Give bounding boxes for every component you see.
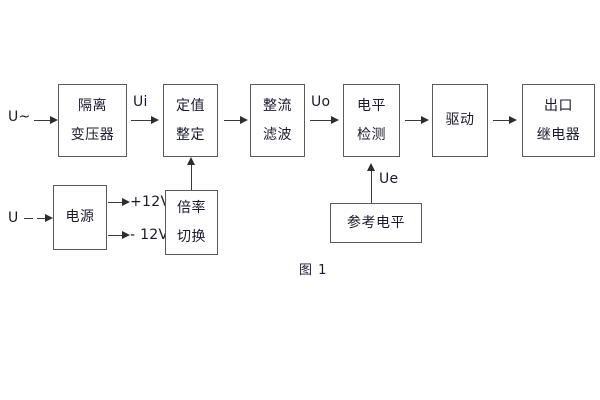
block-level-detection-line-2: 检测 [357,126,386,143]
block-reference-level: 参考电平 [330,203,422,243]
block-drive-line-1: 驱动 [445,112,475,129]
connector-input-ac [34,120,54,121]
connector-rail-negative [108,235,126,236]
arrowhead-setting-to-rectify-icon [240,116,248,124]
connector-setting-to-rectify [224,120,244,121]
block-isolation-transformer-line-1: 隔离 [78,97,107,114]
connector-drive-to-relay [493,120,513,121]
arrowhead-multiplier-to-setting-icon [187,157,195,165]
block-rectify-filter-line-1: 整流 [263,97,292,114]
arrowhead-ui-icon [151,116,159,124]
block-drive: 驱动 [432,84,488,157]
block-output-relay-line-2: 继电器 [536,126,581,143]
block-output-relay-line-1: 出口 [544,97,573,114]
block-setting-value-line-2: 整定 [176,126,205,143]
input-ac-label: U~ [8,109,31,125]
block-reference-level-line-1: 参考电平 [347,214,405,231]
block-level-detection-line-1: 电平 [357,97,386,114]
arrowhead-level-to-drive-icon [421,116,429,124]
input-dc-label: U [8,210,19,226]
block-rectify-filter: 整流 滤波 [250,84,305,157]
connector-multiplier-to-setting [191,162,192,190]
block-level-detection: 电平 检测 [343,84,400,157]
block-isolation-transformer: 隔离 变压器 [58,84,127,157]
block-isolation-transformer-line-2: 变压器 [70,126,115,143]
arrowhead-input-dc-icon [45,214,53,222]
connector-ui [131,120,154,121]
rail-positive-label: +12V [130,194,171,210]
block-power-supply-line-1: 电源 [65,209,95,226]
rail-negative-label: - 12V [130,227,169,243]
block-power-supply: 电源 [53,185,107,250]
block-multiplier-switch-line-2: 切换 [177,228,206,245]
block-multiplier-switch: 倍率 切换 [165,190,218,255]
signal-uo-label: Uo [311,94,331,110]
signal-ue-label: Ue [379,171,399,187]
connector-input-dc-dash-1 [24,218,33,219]
block-output-relay: 出口 继电器 [522,84,595,157]
block-setting-value-line-1: 定值 [176,97,205,114]
arrowhead-rail-negative-icon [122,231,130,239]
arrowhead-drive-to-relay-icon [509,116,517,124]
block-setting-value: 定值 整定 [163,84,218,157]
signal-ui-label: Ui [133,94,148,110]
connector-input-dc-dash-2 [37,218,46,219]
connector-rail-positive [108,202,126,203]
connector-uo [310,120,334,121]
arrowhead-uo-icon [331,116,339,124]
figure-caption: 图 1 [299,263,328,278]
connector-level-to-drive [405,120,425,121]
block-rectify-filter-line-2: 滤波 [263,126,292,143]
connector-reference-to-level [371,168,372,203]
arrowhead-rail-positive-icon [122,198,130,206]
arrowhead-reference-to-level-icon [367,163,375,171]
block-multiplier-switch-line-1: 倍率 [177,199,206,216]
arrowhead-input-ac-icon [50,116,58,124]
